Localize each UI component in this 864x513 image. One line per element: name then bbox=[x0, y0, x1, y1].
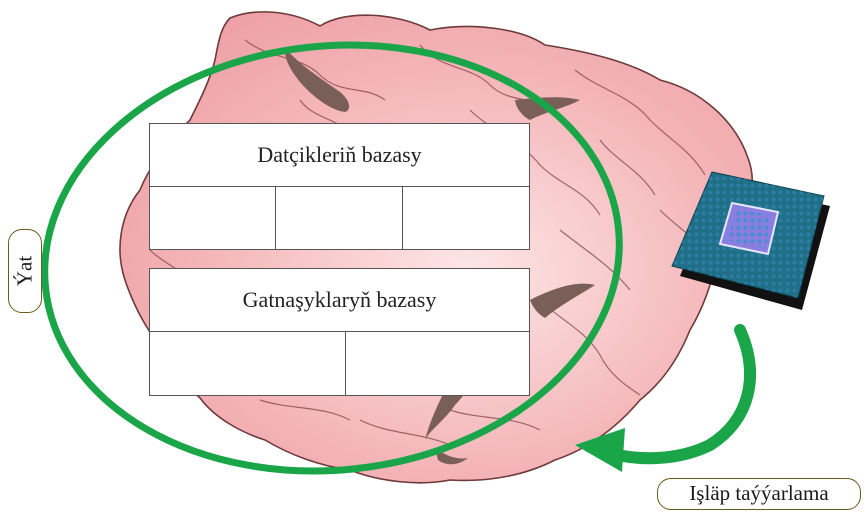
relation-base-cell bbox=[149, 331, 346, 396]
relation-base-cell bbox=[345, 331, 530, 396]
sensor-base-title: Datçikleriň bazasy bbox=[150, 142, 529, 168]
sensor-base-cell bbox=[275, 186, 403, 250]
sensor-base-box: Datçikleriň bazasy bbox=[149, 123, 530, 250]
memory-label-tag: Ýat bbox=[8, 229, 42, 313]
relation-base-box: Gatnaşyklaryň bazasy bbox=[149, 268, 530, 396]
sensor-base-cell bbox=[402, 186, 530, 250]
relation-base-title: Gatnaşyklaryň bazasy bbox=[150, 287, 529, 313]
processing-label-tag: Işläp taýýarlama bbox=[657, 478, 861, 510]
processing-label: Işläp taýýarlama bbox=[689, 481, 828, 505]
sensor-base-cell bbox=[149, 186, 276, 250]
memory-label: Ýat bbox=[13, 256, 38, 286]
